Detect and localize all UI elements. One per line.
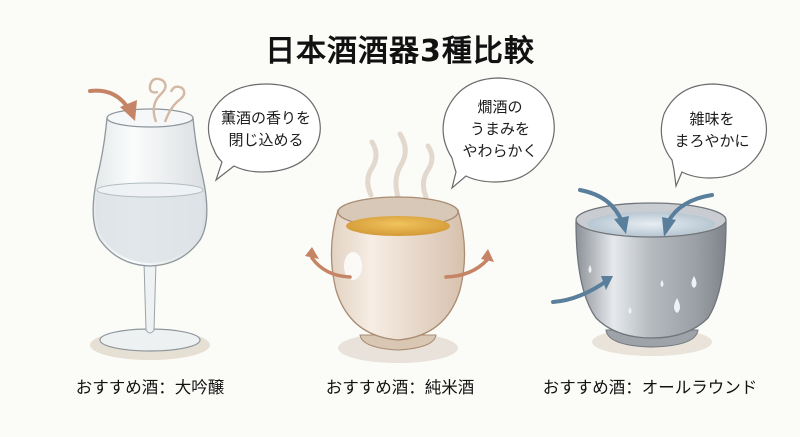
bubble-text-3: 雑味を まろやかに [664,108,760,152]
speech-bubble-1 [207,83,321,182]
outward-arrow-icon-right [444,258,489,279]
wine-glass-illustration [88,77,210,360]
tin-cup-illustration [551,188,727,356]
caption-tin-cup: おすすめ酒：オールラウンド [542,378,758,397]
glass-sake [95,190,205,263]
bubble-line: 薫酒の香りを [220,109,311,127]
droplet-icon-2 [691,276,697,288]
glass-stem [143,261,157,334]
cup-highlight [344,252,362,280]
inward-arrow-head-cool-1 [614,216,629,234]
glass-rim [106,108,194,128]
cup-body [330,209,466,341]
inward-arrow-icon-cool-2 [666,193,714,224]
bubble-text-2: 燗酒の うまみを やわらかく [452,96,548,162]
bubble-text-1: 薫酒の香りを 閉じ込める [212,107,320,151]
steam-icon-3 [420,143,435,200]
ceramic-cup-illustration [305,131,494,363]
droplet-icon-5 [628,307,632,314]
bubble-line: 燗酒の [477,98,523,116]
warm-sake-surface [346,216,450,236]
steam-icon-2 [393,131,408,203]
glass-sake-surface [96,182,204,198]
inward-arrow-head-cool-2 [662,217,676,237]
caption-wine-glass: おすすめ酒：大吟醸 [75,378,225,397]
inward-arrow-icon-cool-3 [551,278,610,304]
cup-foot [359,334,437,351]
page-title: 日本酒酒器3種比較 [265,34,535,69]
inward-arrow-head [120,100,137,121]
cold-sake-surface [587,212,715,236]
caption-ceramic-cup: おすすめ酒：純米酒 [325,378,475,397]
inward-arrow-head-cool-3 [601,276,613,290]
aroma-swirl-icon [148,77,167,123]
steam-icon [365,139,379,198]
droplet-icon-3 [674,298,680,313]
speech-bubble-2 [442,77,555,190]
outward-arrow-head-left [305,247,319,259]
bubble-line: 雑味を [689,110,735,128]
outward-arrow-icon-left [310,256,352,279]
inward-arrow-icon [88,88,130,110]
outward-arrow-head-right [481,249,494,262]
bubble-line: やわらかく [462,142,538,160]
speech-bubble-3 [660,83,767,189]
tin-body [575,221,727,339]
bubble-line: 閉じ込める [228,131,304,149]
droplet-icon [588,265,592,273]
droplet-icon-4 [660,280,664,287]
aroma-swirl-icon-2 [163,85,186,123]
bubble-line: うまみを [469,120,530,138]
bubble-line: まろやかに [674,132,750,150]
